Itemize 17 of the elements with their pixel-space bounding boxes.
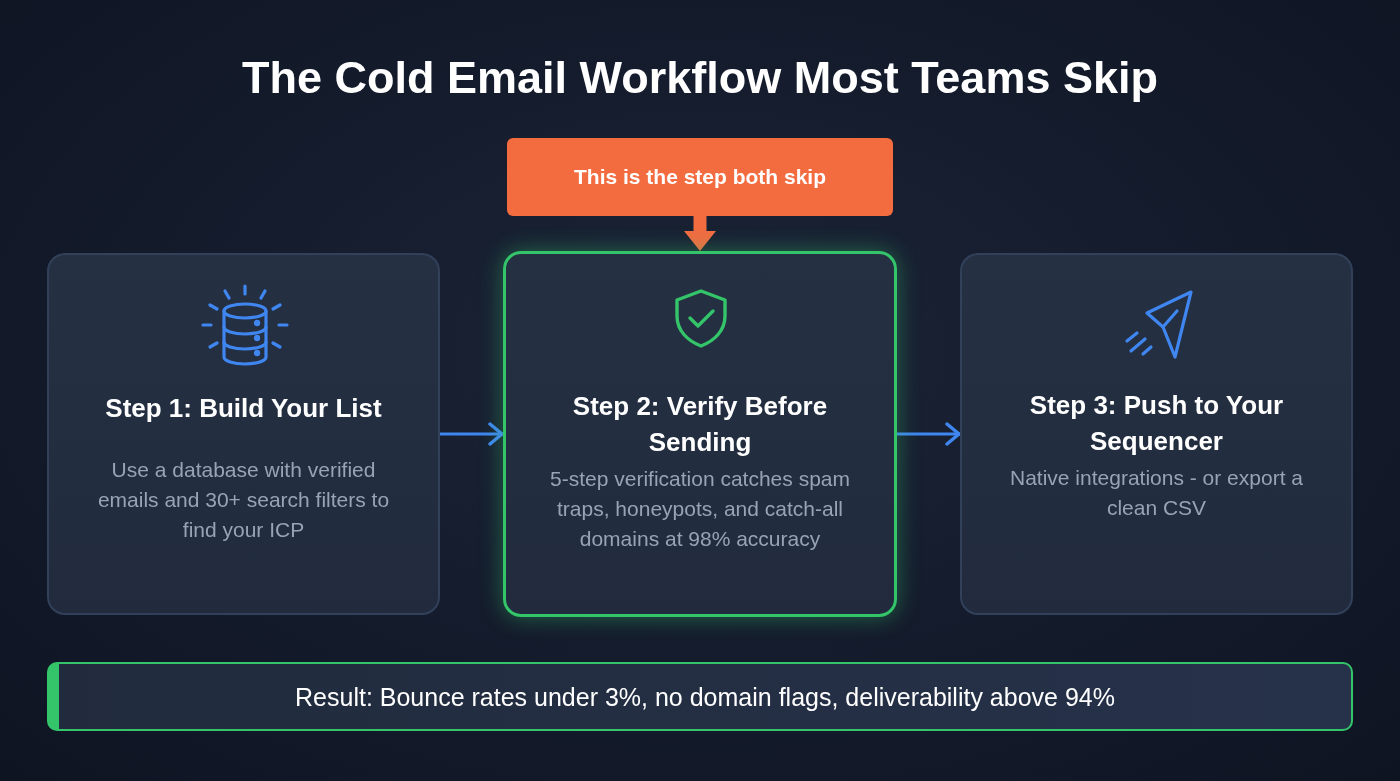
callout-text: This is the step both skip: [573, 164, 827, 190]
step-card: [47, 253, 440, 615]
step-description: Native integrations - or export a clean CSV: [1009, 465, 1304, 521]
step-heading: Step 3: Push to Your Sequencer: [1028, 389, 1285, 458]
arrow: [684, 216, 716, 251]
step-heading: Step 1: Build Your List: [104, 392, 383, 425]
step-card: [503, 251, 897, 617]
step-card: [960, 253, 1353, 615]
step-description: 5-step verification catches spam traps, honeypots, and catch-all domains at 98% accuracy: [549, 466, 851, 552]
step-heading: Step 2: Verify Before Sending: [571, 390, 829, 459]
result-banner: [47, 662, 1353, 731]
title: The Cold Email Workflow Most Teams Skip: [241, 51, 1159, 105]
result-text: Result: Bounce rates under 3%, no domain flags, deliverability above 94%: [295, 681, 1115, 713]
step-description: Use a database with verified emails and 30+ search filters to find your ICP: [96, 457, 391, 543]
callout-box: [507, 138, 893, 216]
arrow: [897, 422, 961, 446]
arrow: [440, 422, 504, 446]
